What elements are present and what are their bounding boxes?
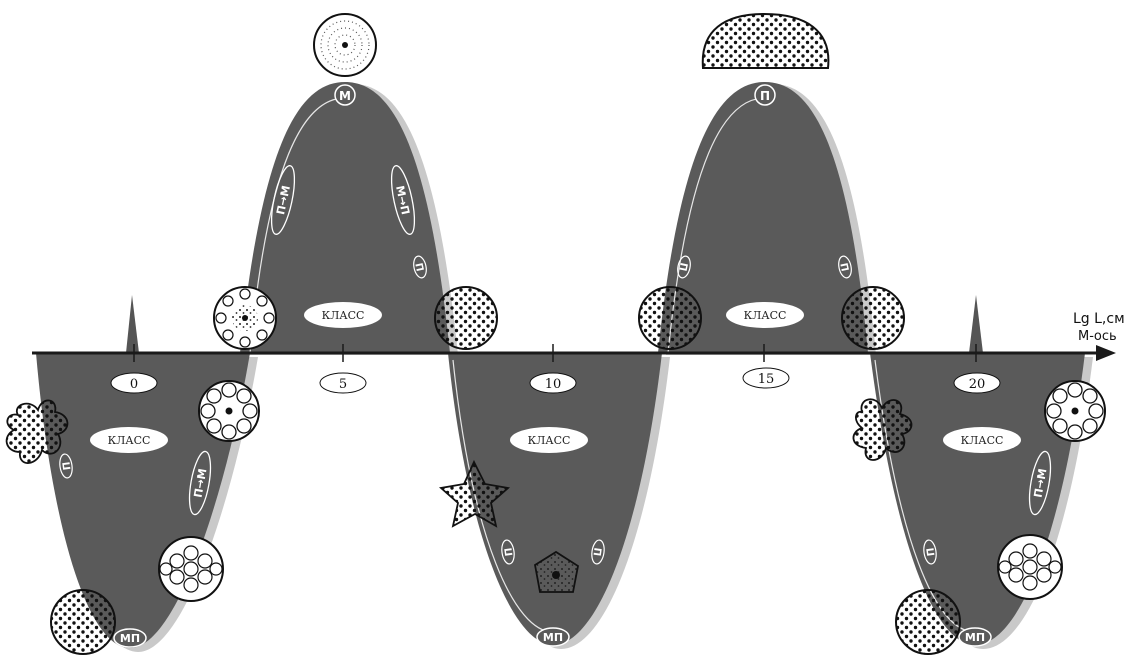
ring-of-circles-icon-left [199,381,259,441]
marker-mp-bottom-0: МП [120,632,140,645]
class-label-20: КЛАСС [961,434,1004,447]
dotted-ball-icon-5 [896,590,960,654]
tick-label-5: 5 [339,377,347,392]
marker-p-side-4: П [61,461,73,471]
tick-label-15: 15 [758,372,775,387]
ring-of-circles-icon-right [1045,381,1105,441]
marker-mp-bottom-20: МП [965,631,985,644]
tick-label-10: 10 [545,377,562,392]
class-label-0: КЛАСС [108,434,151,447]
marker-mp-bottom-10: МП [543,631,563,644]
dotted-ball-icon-3 [842,287,904,349]
tick-label-0: 0 [130,377,138,392]
dome-dotted-icon [703,14,829,68]
axis-label: Lg L,см [1073,311,1125,327]
marker-m-top-5: М [339,89,351,103]
class-label-5: КЛАСС [322,309,365,322]
class-label-15: КЛАСС [744,309,787,322]
tick-label-20: 20 [969,377,986,392]
marker-p-top-15: П [760,89,770,103]
class-label-10: КЛАСС [528,434,571,447]
packed-cluster-icon-left [159,537,223,601]
sphere-concentric-top-icon [314,14,376,76]
dotted-ball-icon-4 [51,590,115,654]
packed-cluster-icon-right [998,535,1062,599]
spike-0 [126,295,139,353]
marker-p-side-6: П [590,547,602,557]
sphere-ringed-icon [214,287,276,349]
dotted-ball-icon-1 [435,287,497,349]
marker-p-side-7: П [925,547,937,557]
axis-sublabel: М-ось [1078,329,1117,344]
axis-arrow-icon [1096,345,1116,361]
marker-p-side-5: П [503,547,515,557]
dotted-ball-icon-2 [639,287,701,349]
